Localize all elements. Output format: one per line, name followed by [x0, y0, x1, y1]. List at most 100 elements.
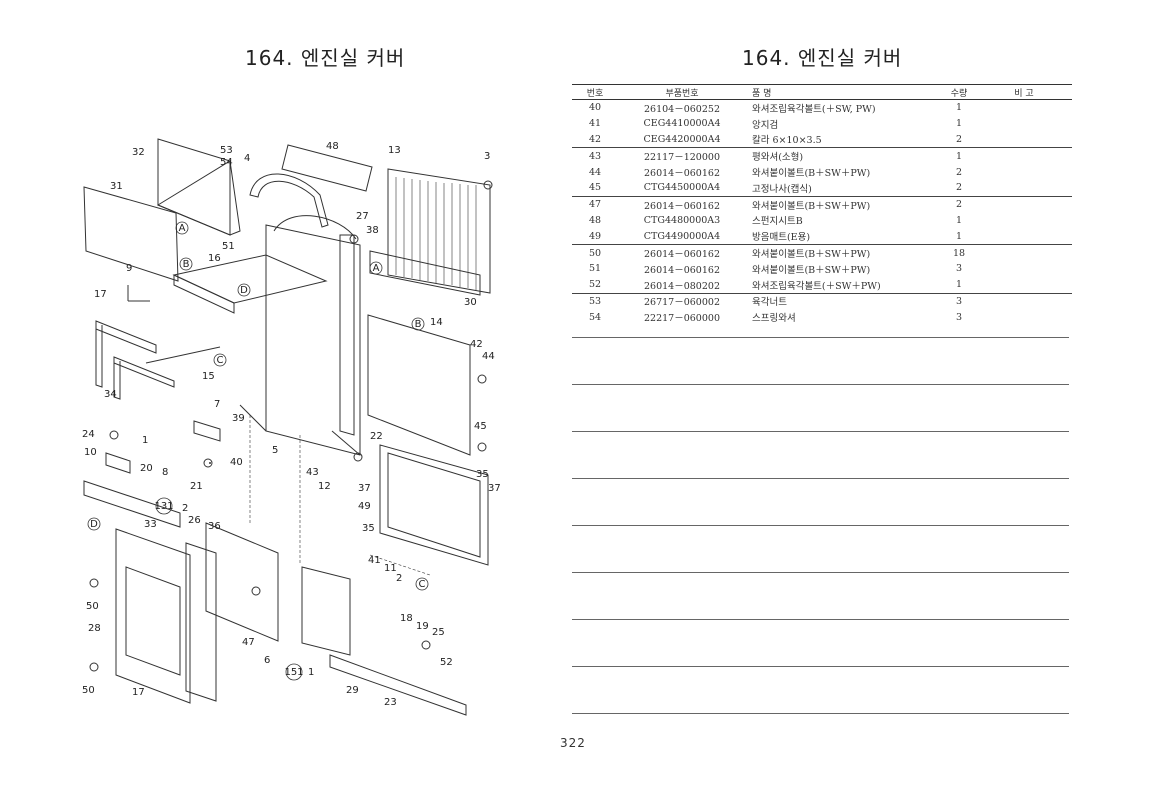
callout-label: 19 [416, 621, 429, 632]
callout-label: 17 [94, 289, 107, 300]
bolt-27 [349, 234, 359, 244]
bolt-50b [89, 662, 99, 672]
callout-label: 29 [346, 685, 359, 696]
parts-table-header: 번호 부품번호 품 명 수량 비 고 [572, 84, 1072, 100]
callout-label: 22 [370, 431, 383, 442]
callout-label: 48 [326, 141, 339, 152]
callout-circle [175, 221, 189, 235]
callout-label: 131 [154, 501, 173, 512]
cell-qty: 1 [955, 102, 963, 114]
callout-circle [411, 317, 425, 331]
callout-label: 31 [110, 181, 123, 192]
cell-name: 앙지검 [752, 119, 779, 131]
cell-remarks [976, 116, 1072, 132]
callout-circle [285, 663, 303, 681]
callout-label: A [373, 263, 380, 274]
cell-qty: 1 [955, 118, 963, 130]
lower-frame-28 [115, 528, 191, 704]
callout-circle [415, 577, 429, 591]
blank-row-rule [572, 713, 1069, 714]
grille-13 [387, 168, 491, 294]
callout-label: 27 [356, 211, 369, 222]
cell-qty: 3 [955, 311, 963, 323]
bolt-47 [251, 586, 261, 596]
cell-no: 49 [572, 228, 618, 246]
page-title-left: 164. 엔진실 커버 [245, 46, 406, 70]
cell-part-no: 26104－060252 [644, 103, 720, 115]
blank-row-rule [572, 337, 1069, 338]
callout-label: 17 [132, 687, 145, 698]
cell-name: 와셔붙이볼트(B＋SW＋PW) [752, 168, 871, 180]
callout-label: 23 [384, 697, 397, 708]
callout-label: 9 [126, 263, 132, 274]
callout-label: 151 [284, 667, 303, 678]
cell-name: 육각너트 [752, 297, 787, 309]
blank-row-rule [572, 572, 1069, 573]
callout-label: A [179, 223, 186, 234]
callout-label: 51 [222, 241, 235, 252]
callout-label: 12 [318, 481, 331, 492]
callout-label: 15 [202, 371, 215, 382]
page-number: 322 [560, 736, 586, 750]
bolt-40 [203, 458, 213, 468]
cell-no: 51 [588, 263, 602, 275]
cell-name: 와셔붙이볼트(B＋SW＋PW) [752, 249, 871, 261]
callout-circle [213, 353, 227, 367]
cell-qty: 2 [955, 166, 963, 178]
cell-name: 칼라 6×10×3.5 [746, 131, 942, 149]
cell-remarks [976, 148, 1072, 164]
cell-name: 와셔붙이볼트(B＋SW＋PW) [752, 200, 871, 212]
callout-label: 4 [244, 153, 250, 164]
panel-6 [205, 522, 279, 642]
col-no: 번호 [572, 84, 618, 100]
cell-name: 방음매트(E용) [746, 228, 942, 246]
callout-label: 37 [488, 483, 501, 494]
cell-qty: 3 [955, 295, 963, 307]
callout-label: 53 [220, 145, 233, 156]
cell-no: 45 [572, 179, 618, 197]
callout-label: 32 [132, 147, 145, 158]
bolt-52 [421, 640, 431, 650]
blank-row-rule [572, 478, 1069, 479]
cell-remarks [976, 131, 1072, 149]
cell-name: 와셔조립육각볼트(＋SW, PW) [752, 103, 876, 115]
callout-label: C [217, 355, 224, 366]
callout-label: 47 [242, 637, 255, 648]
callout-label: 28 [88, 623, 101, 634]
bolt-44 [477, 374, 487, 384]
cell-part-no: 26014－060162 [644, 264, 720, 276]
callout-label: 38 [366, 225, 379, 236]
callout-label: 11 [384, 563, 397, 574]
bolt-45 [477, 442, 487, 452]
cell-part-no: CTG4450000A4 [618, 179, 746, 197]
callout-label: 30 [464, 297, 477, 308]
cell-part-no: CTG4480000A3 [643, 214, 721, 226]
cell-remarks [976, 276, 1072, 294]
callout-label: 26 [188, 515, 201, 526]
blank-row-rule [572, 525, 1069, 526]
cell-qty: 2 [942, 179, 976, 197]
bolt-24 [109, 430, 119, 440]
callout-label: 8 [162, 467, 168, 478]
col-remarks: 비 고 [976, 84, 1072, 100]
callout-label: 33 [144, 519, 157, 530]
cell-no: 42 [572, 131, 618, 149]
callout-label: 35 [362, 523, 375, 534]
col-part-no: 부품번호 [618, 84, 746, 100]
cell-qty: 18 [952, 247, 966, 259]
cell-part-no: 26014－060162 [644, 249, 720, 261]
cell-remarks [976, 293, 1072, 309]
cell-name: 스프링와셔 [752, 313, 796, 325]
cell-qty: 1 [942, 276, 976, 294]
cell-name: 평와셔(소형) [752, 152, 804, 164]
callout-label: 36 [208, 521, 221, 532]
callout-label: 25 [432, 627, 445, 638]
cell-qty: 2 [942, 131, 976, 149]
